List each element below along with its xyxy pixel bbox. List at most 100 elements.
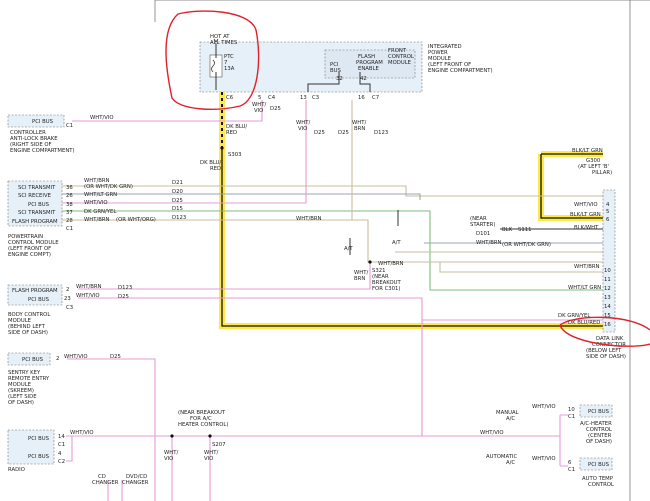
- fcm-label-1: FRONT: [388, 48, 407, 54]
- fcm-label-2: CONTROL: [388, 54, 414, 60]
- svg-text:(OR WHT/DK GRN): (OR WHT/DK GRN): [502, 242, 551, 248]
- svg-text:37: 37: [66, 210, 73, 216]
- svg-text:REMOTE ENTRY: REMOTE ENTRY: [8, 376, 50, 382]
- svg-text:MODULE: MODULE: [8, 318, 32, 324]
- svg-text:MANUAL: MANUAL: [496, 410, 519, 416]
- svg-text:PCI BUS: PCI BUS: [588, 409, 610, 415]
- svg-text:DK BLU/: DK BLU/: [200, 160, 221, 166]
- pcm-row-3-label: PCI BUS: [28, 202, 50, 208]
- fcm-label-3: MODULE: [388, 60, 412, 66]
- svg-text:BLK: BLK: [502, 227, 513, 233]
- svg-text:WHT/BRN: WHT/BRN: [378, 261, 404, 267]
- svg-text:DVD/CD: DVD/CD: [126, 474, 147, 480]
- svg-text:D25: D25: [314, 130, 325, 136]
- svg-text:5: 5: [606, 209, 609, 215]
- svg-text:26: 26: [66, 193, 73, 199]
- pin-c7: C7: [372, 95, 379, 101]
- svg-text:POWERTRAIN: POWERTRAIN: [8, 234, 43, 240]
- svg-text:WHT/: WHT/: [354, 270, 368, 276]
- svg-text:4: 4: [58, 451, 62, 457]
- abs-wire: WHT/VIO: [90, 115, 114, 121]
- hot-label-1: HOT AT: [210, 34, 230, 40]
- svg-text:DK GRN/YEL: DK GRN/YEL: [84, 209, 116, 215]
- svg-text:WHT/BRN: WHT/BRN: [296, 216, 322, 222]
- svg-text:D15: D15: [172, 206, 183, 212]
- pin-c4: C4: [268, 95, 276, 101]
- svg-text:28: 28: [66, 218, 73, 224]
- abs-name-2: ANTI-LOCK BRAKE: [10, 136, 58, 142]
- svg-text:C1: C1: [66, 226, 73, 232]
- svg-text:C1: C1: [568, 467, 575, 473]
- svg-text:D123: D123: [172, 215, 186, 221]
- abs-pin: C1: [66, 123, 73, 129]
- splice-s303: S303: [228, 152, 241, 158]
- svg-text:S321: S321: [372, 268, 385, 274]
- ipm-title-2: POWER: [428, 50, 448, 56]
- pcm-row-4-label: SCI TRANSMIT: [18, 210, 56, 216]
- svg-text:23: 23: [64, 296, 71, 302]
- ipm-title-4: (LEFT FRONT OF: [428, 62, 471, 68]
- skreem-module: PCI BUS 2 WHT/VIO D25 SENTRY KEY REMOTE …: [7, 352, 121, 406]
- pin-13: 13: [300, 95, 307, 101]
- ptc-amps: 13A: [224, 66, 235, 72]
- svg-text:10: 10: [568, 407, 575, 413]
- splice-labels: S303 DK BLU/ RED DK BLU/ RED WHT/ VIO D2…: [170, 102, 531, 448]
- svg-text:CONTROL MODULE: CONTROL MODULE: [8, 240, 59, 246]
- svg-text:WHT/VIO: WHT/VIO: [70, 430, 94, 436]
- svg-text:(NEAR: (NEAR: [372, 274, 389, 280]
- svg-text:WHT/VIO: WHT/VIO: [76, 293, 100, 299]
- svg-text:WHT/BRN: WHT/BRN: [76, 284, 102, 290]
- svg-text:RADIO: RADIO: [8, 467, 25, 473]
- svg-text:WHT/BRN: WHT/BRN: [84, 178, 110, 184]
- svg-text:36: 36: [66, 185, 73, 191]
- red-annotation-circles: [165, 10, 650, 347]
- svg-text:STARTER): STARTER): [470, 222, 495, 228]
- pin-5: 5: [258, 95, 261, 101]
- svg-text:D25: D25: [270, 106, 281, 112]
- svg-text:WHT/VIO: WHT/VIO: [532, 456, 556, 462]
- abs-pci-label: PCI BUS: [32, 119, 54, 125]
- svg-text:WHT/: WHT/: [204, 450, 218, 456]
- svg-text:HEATER CONTROL): HEATER CONTROL): [178, 422, 228, 428]
- svg-text:14: 14: [604, 304, 611, 310]
- ptc-label: PTC: [224, 54, 234, 60]
- ipm-pci-1: PCI: [330, 62, 339, 68]
- integrated-power-module: HOT AT ALL TIMES PTC 7 13A INTEGRATED PO…: [199, 34, 493, 101]
- svg-text:CONTROL: CONTROL: [588, 482, 614, 488]
- svg-text:BODY CONTROL: BODY CONTROL: [8, 312, 50, 318]
- highlighted-circuit: [219, 92, 603, 329]
- svg-text:AUTO TEMP: AUTO TEMP: [582, 476, 614, 482]
- data-link-connector: 4 5 6 10 11 12 13 14 15 16 DATA LINK CON…: [586, 189, 626, 360]
- abs-name-1: CONTROLLER: [10, 130, 46, 136]
- svg-text:WHT/: WHT/: [296, 120, 310, 126]
- svg-text:SIDE OF DASH): SIDE OF DASH): [586, 354, 626, 360]
- abs-name-3: (RIGHT SIDE OF: [10, 142, 52, 148]
- svg-text:ENGINE COMPT): ENGINE COMPT): [8, 252, 51, 258]
- svg-text:(CENTER: (CENTER: [588, 433, 612, 439]
- svg-text:38: 38: [66, 202, 73, 208]
- svg-text:OF DASH): OF DASH): [8, 400, 34, 406]
- svg-text:A/C: A/C: [506, 460, 515, 466]
- svg-text:WHT/LT GRN: WHT/LT GRN: [84, 192, 117, 198]
- svg-text:BLK/LT GRN: BLK/LT GRN: [570, 212, 601, 218]
- abs-name-4: ENGINE COMPARTMENT): [10, 148, 75, 154]
- abs-controller: PCI BUS C1 CONTROLLER ANTI-LOCK BRAKE (R…: [7, 114, 114, 154]
- svg-text:WHT/BRN: WHT/BRN: [574, 264, 600, 270]
- ipm-title-1: INTEGRATED: [428, 44, 462, 50]
- svg-text:CHANGER: CHANGER: [92, 480, 119, 486]
- svg-text:SIDE OF DASH): SIDE OF DASH): [8, 330, 48, 336]
- svg-text:(AT LEFT 'B': (AT LEFT 'B': [578, 164, 609, 170]
- svg-text:(LEFT FRONT OF: (LEFT FRONT OF: [8, 246, 51, 252]
- ipm-pci-2: BUS: [330, 68, 342, 74]
- pcm-row-5-label: FLASH PROGRAM: [12, 219, 58, 225]
- svg-text:A/T: A/T: [392, 240, 401, 246]
- svg-text:RED: RED: [210, 166, 221, 172]
- body-control-module: FLASH PROGRAM 2 WHT/BRN D123 PCI BUS 23 …: [7, 284, 132, 336]
- svg-text:C1: C1: [58, 442, 65, 448]
- svg-text:WHT/VIO: WHT/VIO: [480, 430, 504, 436]
- svg-text:CD: CD: [98, 474, 106, 480]
- svg-text:15: 15: [604, 313, 611, 319]
- svg-text:D25: D25: [118, 294, 129, 300]
- svg-text:WHT/: WHT/: [164, 450, 178, 456]
